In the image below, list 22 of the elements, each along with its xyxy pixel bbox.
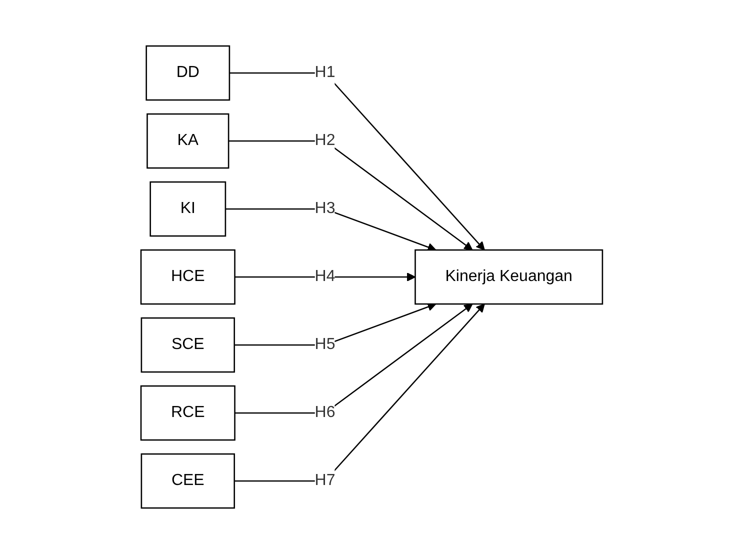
node-box: CEE <box>141 453 236 509</box>
edge-label: H6 <box>315 404 336 421</box>
arrow <box>234 304 486 482</box>
arrow <box>235 304 473 414</box>
arrow <box>235 272 416 282</box>
edge-label: H2 <box>315 132 336 149</box>
edge-label: H7 <box>315 472 336 489</box>
edge-label: H1 <box>315 64 336 81</box>
arrow <box>230 72 486 250</box>
node-box: SCE <box>141 317 236 373</box>
node-box: KI <box>150 181 226 237</box>
node-box: RCE <box>140 385 236 441</box>
arrow <box>226 208 437 252</box>
node-box: KA <box>146 113 230 169</box>
arrow <box>234 302 437 346</box>
edge-label: H3 <box>315 200 336 217</box>
node-box: HCE <box>140 249 236 305</box>
edge-label: H4 <box>315 268 336 285</box>
node-box: DD <box>146 45 230 101</box>
arrow <box>228 140 473 250</box>
node-box: Kinerja Keuangan <box>414 249 604 305</box>
edge-label: H5 <box>315 336 336 353</box>
